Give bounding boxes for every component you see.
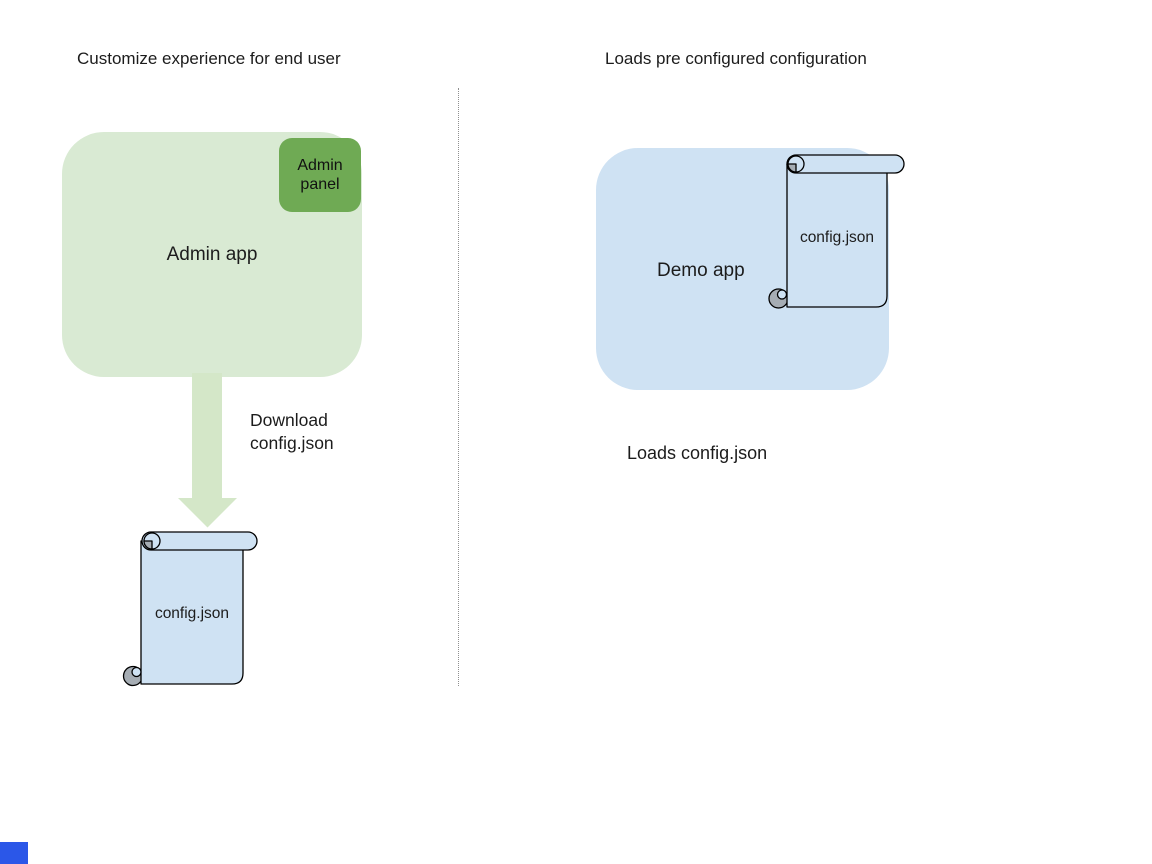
corner-marker	[0, 842, 28, 864]
scroll-top-curl-shade	[143, 540, 153, 550]
scroll-top-roll	[141, 531, 258, 551]
config-file-scroll-right	[768, 154, 905, 309]
admin-app-label: Admin app	[166, 243, 258, 265]
scroll-body	[786, 163, 888, 308]
section-divider	[458, 88, 459, 686]
download-caption: Download config.json	[250, 409, 334, 455]
scroll-bottom-curl-inner	[776, 289, 788, 300]
admin-panel-box: Admin panel	[279, 138, 361, 212]
download-arrow-icon	[178, 373, 237, 528]
download-caption-line1: Download	[250, 410, 328, 430]
left-section-title: Customize experience for end user	[77, 49, 341, 68]
config-file-label-left: config.json	[154, 605, 230, 622]
scroll-bottom-curl-inner	[131, 666, 142, 678]
config-file-scroll-left	[122, 531, 258, 687]
download-arrow-shape	[178, 373, 237, 528]
admin-panel-label: Admin panel	[297, 157, 343, 193]
download-caption-line2: config.json	[250, 433, 334, 453]
loads-config-caption: Loads config.json	[627, 443, 768, 463]
scroll-top-roll	[786, 154, 905, 174]
scroll-body	[140, 540, 244, 685]
config-file-label-right: config.json	[799, 229, 875, 246]
demo-app-label: Demo app	[657, 260, 745, 281]
scroll-top-curl-shade	[787, 163, 797, 173]
right-section-title: Loads pre configured configuration	[605, 49, 867, 68]
